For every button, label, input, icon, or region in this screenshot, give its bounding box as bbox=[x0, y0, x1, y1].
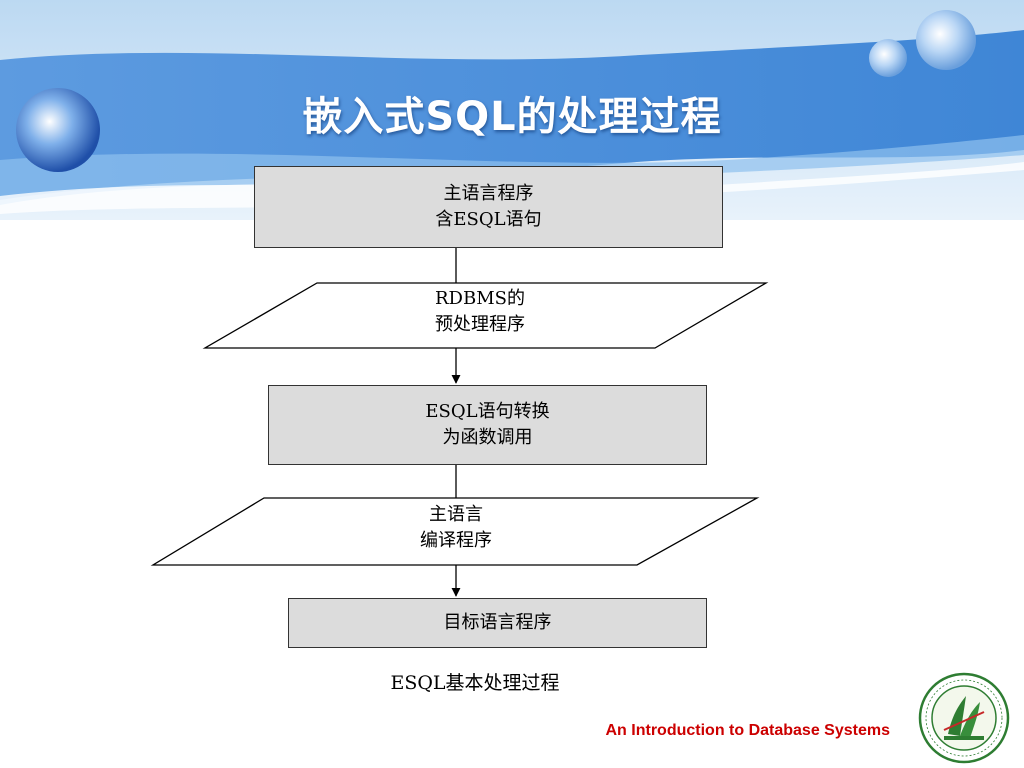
step-main-program-line-2: 含ESQL语句 bbox=[435, 209, 542, 230]
step-compiler-line-1: 主语言 bbox=[429, 504, 483, 525]
step-compiler-line-2: 编译程序 bbox=[420, 530, 492, 551]
light-orb-icon bbox=[916, 10, 976, 70]
footer-course-title: An Introduction to Database Systems bbox=[605, 722, 891, 739]
step-target-line-1: 目标语言程序 bbox=[443, 612, 552, 633]
college-seal-icon bbox=[918, 672, 1010, 764]
step-conversion-line-1: ESQL语句转换 bbox=[425, 401, 550, 422]
small-orb-icon bbox=[869, 39, 907, 77]
slide-title: 嵌入式SQL的处理过程 bbox=[302, 94, 722, 140]
step-preprocessor-label: RDBMS的 预处理程序 bbox=[360, 286, 600, 338]
step-conversion-line-2: 为函数调用 bbox=[442, 427, 533, 448]
blue-orb-icon bbox=[16, 88, 100, 172]
parallelogram-compiler bbox=[150, 497, 760, 566]
diagram-caption: ESQL基本处理过程 bbox=[390, 672, 560, 694]
step-function-call-conversion: ESQL语句转换 为函数调用 bbox=[268, 385, 707, 465]
step-main-program-line-1: 主语言程序 bbox=[443, 183, 534, 204]
step-preprocessor-line-1: RDBMS的 bbox=[435, 288, 525, 309]
parallelogram-preprocessor bbox=[202, 282, 769, 349]
step-compiler-label: 主语言 编译程序 bbox=[336, 502, 576, 554]
step-main-program: 主语言程序 含ESQL语句 bbox=[254, 166, 723, 248]
step-preprocessor-line-2: 预处理程序 bbox=[435, 314, 525, 335]
step-target-program: 目标语言程序 bbox=[288, 598, 707, 648]
